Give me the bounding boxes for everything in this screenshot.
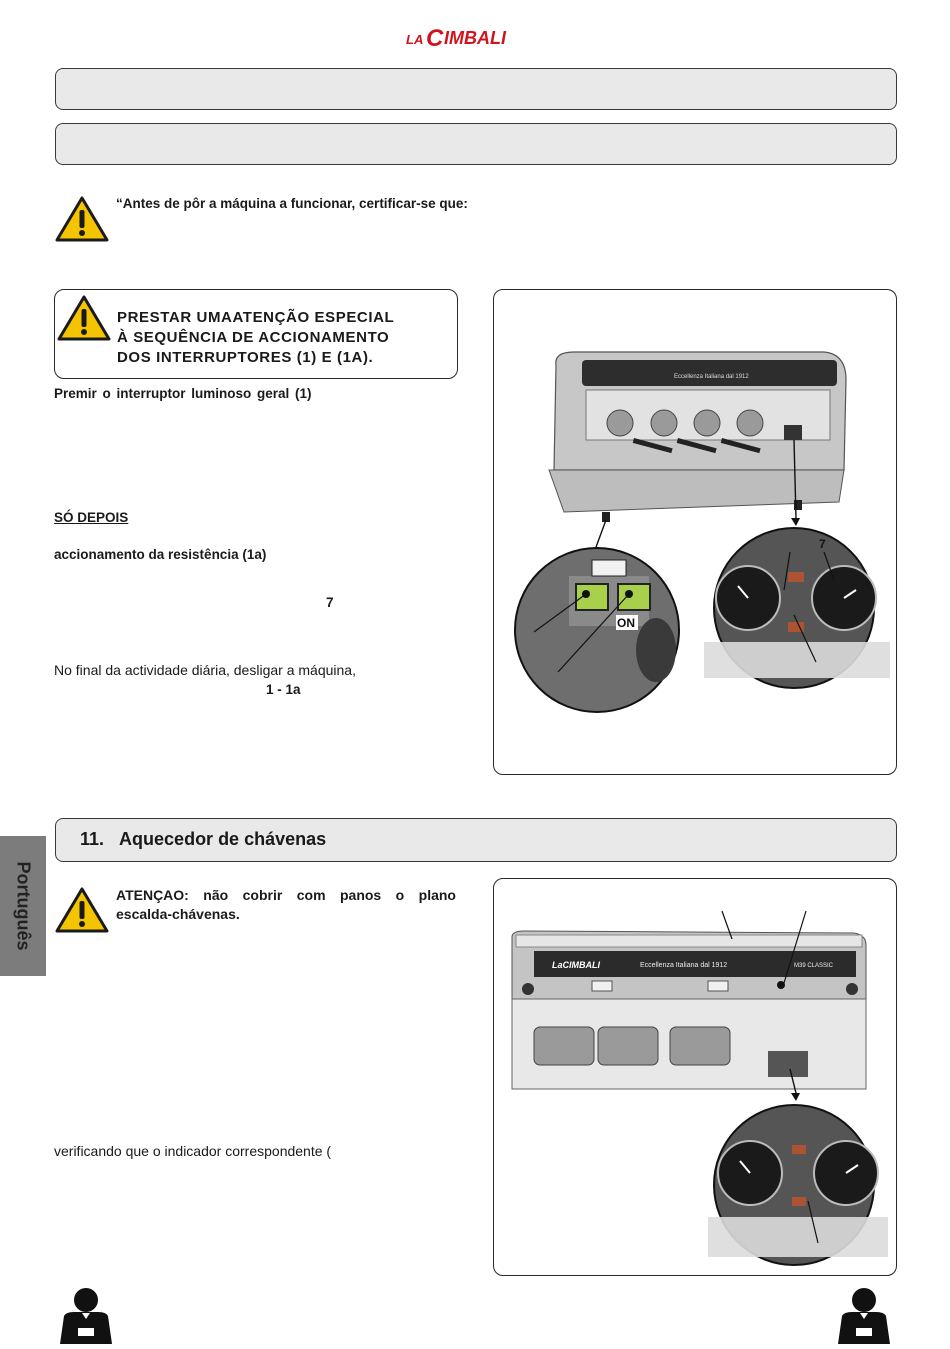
section-title: Aquecedor de chávenas <box>119 829 327 849</box>
svg-text:IMBALI: IMBALI <box>444 28 507 48</box>
heating-text: accionamento da resistência (1a) <box>54 547 267 562</box>
waiter-icon <box>56 1286 116 1344</box>
verify-text: verificando que o indicador corresponden… <box>54 1143 332 1159</box>
press-switch-text: Premir o interruptor luminoso geral (1) <box>54 386 312 401</box>
svg-text:C: C <box>426 25 444 52</box>
end-of-day-text: No final da actividade diária, desligar … <box>54 662 356 678</box>
language-tab-label: Português <box>13 861 34 951</box>
notice-line: À SEQUÊNCIA DE ACCIONAMENTO <box>117 329 390 346</box>
brand-plate: Eccellenza Italiana dal 1912 <box>674 374 749 380</box>
svg-text:LaCIMBALI: LaCIMBALI <box>552 960 600 970</box>
brand-logo: LA C IMBALI <box>404 22 546 52</box>
notice-line: DOS INTERRUPTORES (1) E (1A). <box>117 349 374 366</box>
warning-triangle-icon <box>57 294 111 342</box>
warning2-line1: ATENÇAO: não cobrir com panos o plano <box>116 887 456 903</box>
warning-triangle-icon <box>55 195 109 243</box>
notice-box: PRESTAR UMAATENÇÃO ESPECIAL À SEQUÊNCIA … <box>54 289 458 379</box>
figure-machine-switches: Eccellenza Italiana dal 1912 ON <box>493 289 897 775</box>
warning-text: “Antes de pôr a máquina a funcionar, cer… <box>116 196 468 211</box>
brand-plate: Eccellenza Italiana dal 1912 <box>640 962 727 969</box>
warning2-line2: escalda-chávenas. <box>116 906 240 922</box>
notice-line: PRESTAR UMAATENÇÃO ESPECIAL <box>117 309 395 326</box>
on-label: ON <box>617 616 635 630</box>
header-box-1 <box>55 68 897 110</box>
waiter-icon <box>834 1286 894 1344</box>
warning-triangle-icon <box>55 886 109 934</box>
section-header: 11. Aquecedor de chávenas <box>55 818 897 862</box>
svg-text:LA: LA <box>406 32 423 47</box>
ref-7-text: 7 <box>326 595 334 610</box>
header-box-2 <box>55 123 897 165</box>
section-number: 11. <box>80 829 105 849</box>
figure-cup-warmer: LaCIMBALI Eccellenza Italiana dal 1912 M… <box>493 878 897 1276</box>
switch-ref-text: 1 - 1a <box>266 682 301 697</box>
only-after-text: SÓ DEPOIS <box>54 510 129 525</box>
model-plate: M39 CLASSIC <box>794 963 834 969</box>
language-tab: Português <box>0 836 46 976</box>
callout-7: 7 <box>819 537 826 551</box>
